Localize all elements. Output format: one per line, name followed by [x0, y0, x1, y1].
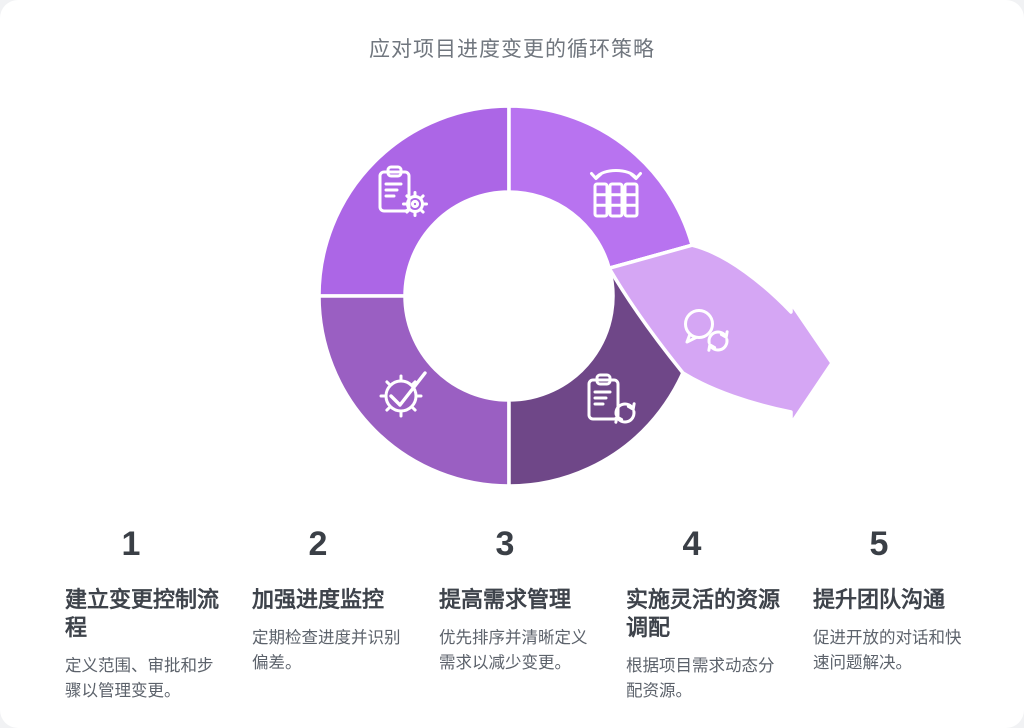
step-number: 4: [682, 525, 702, 563]
step-description: 定期检查进度并识别偏差。: [252, 629, 401, 672]
step-3: 3 提高需求管理 优先排序并清晰定义需求以减少变更。: [439, 527, 611, 704]
step-heading: 提高需求管理: [439, 587, 572, 612]
step-number: 3: [495, 525, 515, 563]
step-number: 1: [121, 525, 141, 563]
gear-check-icon: [379, 371, 427, 418]
step-heading: 实施灵活的资源调配: [626, 587, 781, 641]
step-description: 定义范围、审批和步骤以管理变更。: [65, 657, 214, 701]
chat-refresh-icon: [684, 309, 729, 352]
step-number: 5: [869, 525, 889, 563]
page-title: 应对项目进度变更的循环策略: [369, 38, 655, 61]
segment-2-strengthen-monitoring: [507, 104, 694, 270]
step-1: 1 建立变更控制流程 定义范围、审批和步骤以管理变更。: [65, 527, 237, 704]
clipboard-refresh-icon: [587, 373, 636, 424]
step-heading: 加强进度监控: [252, 587, 385, 612]
step-heading: 建立变更控制流程: [65, 587, 220, 641]
kanban-columns-sort-icon: [590, 169, 642, 218]
step-2: 2 加强进度监控 定期检查进度并识别偏差。: [252, 527, 424, 704]
clipboard-gear-icon: [378, 165, 428, 217]
step-description: 优先排序并清晰定义需求以减少变更。: [439, 629, 588, 672]
step-description: 根据项目需求动态分配资源。: [626, 657, 775, 701]
step-5: 5 提升团队沟通 促进开放的对话和快速问题解决。: [813, 527, 985, 704]
step-heading: 提升团队沟通: [813, 587, 946, 612]
steps-row: 1 建立变更控制流程 定义范围、审批和步骤以管理变更。 2 加强进度监控 定期检…: [65, 527, 985, 704]
step-description: 促进开放的对话和快速问题解决。: [813, 629, 962, 672]
step-number: 2: [308, 525, 328, 563]
cycle-diagram: [317, 104, 834, 488]
step-4: 4 实施灵活的资源调配 根据项目需求动态分配资源。: [626, 527, 798, 704]
